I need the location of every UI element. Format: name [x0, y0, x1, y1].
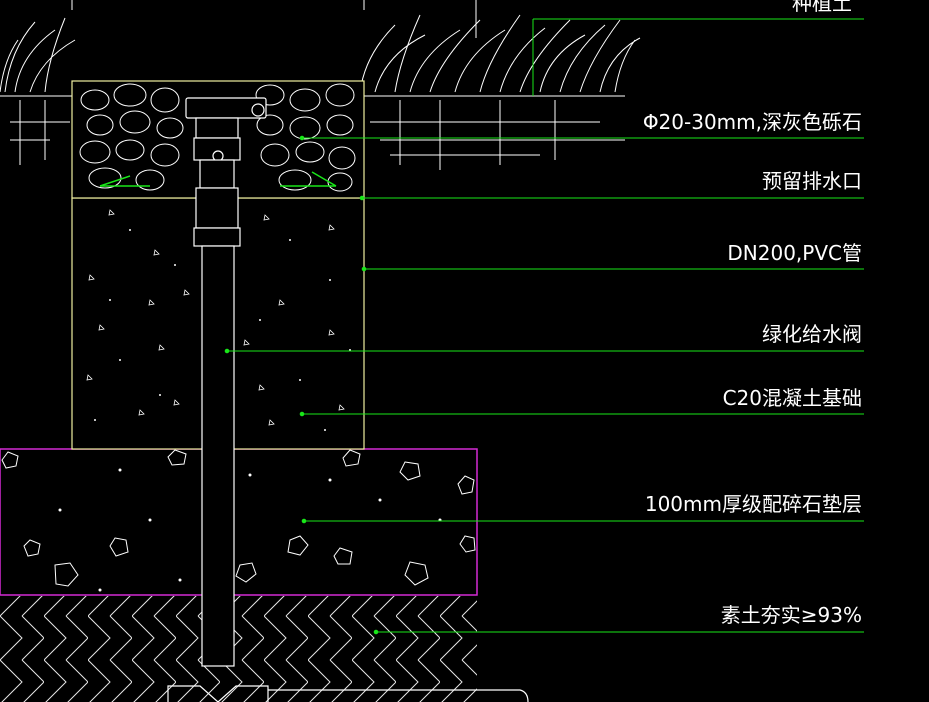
label-drain-outlet: 预留排水口	[762, 169, 862, 193]
valve-pipe	[167, 97, 529, 702]
compacted-soil	[0, 596, 477, 702]
label-gravel: Φ20-30mm,深灰色砾石	[643, 110, 862, 134]
surface-strata	[10, 100, 625, 170]
label-planting-soil: 种植土	[792, 0, 852, 15]
grass-layer	[0, 0, 641, 97]
label-valve: 绿化给水阀	[762, 322, 862, 346]
leader-lines	[224, 18, 864, 635]
label-pvc-pipe: DN200,PVC管	[727, 241, 862, 265]
label-gravel-bed: 100mm厚级配碎石垫层	[645, 492, 862, 516]
label-concrete: C20混凝土基础	[723, 386, 862, 410]
gravel-bed	[0, 448, 478, 596]
label-compacted-soil: 素土夯实≥93%	[721, 603, 862, 627]
callout-labels: 种植土 Φ20-30mm,深灰色砾石 预留排水口 DN200,PVC管 绿化给水…	[643, 0, 862, 627]
